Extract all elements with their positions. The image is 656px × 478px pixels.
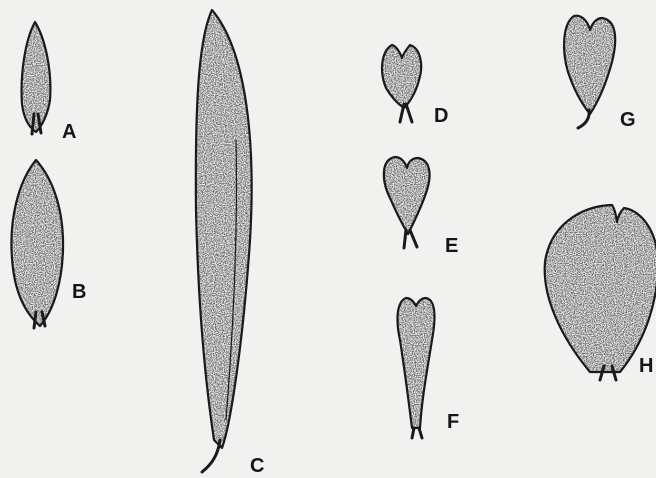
leaf-b [11,160,63,328]
label-e: E [445,235,458,257]
leaf-a [22,22,51,134]
leaf-e [384,157,430,248]
label-h: H [639,355,653,377]
label-a: A [62,121,76,143]
label-d: D [434,105,448,127]
label-f: F [447,411,459,433]
leaf-f [398,298,435,438]
leaf-h [545,205,656,380]
leaf-c [196,10,252,472]
label-g: G [620,109,636,131]
leaf-d [382,45,421,122]
label-c: C [250,455,264,477]
leaf-g [564,16,615,128]
label-b: B [72,281,86,303]
